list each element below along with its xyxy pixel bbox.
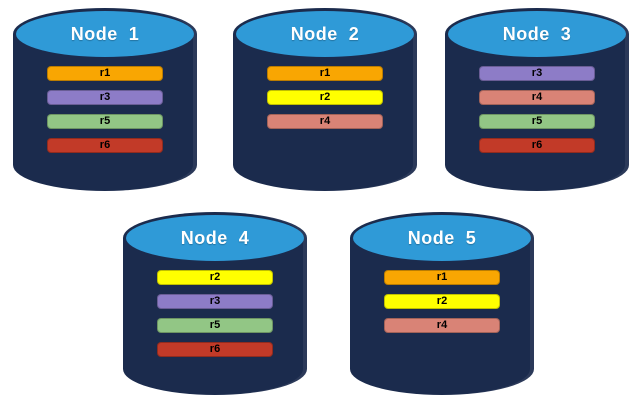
node-4-cylinder-top: Node 4 [126, 215, 304, 261]
replica-bar-r4: r4 [479, 90, 595, 105]
node-4-title: Node 4 [180, 227, 250, 248]
node-1-title: Node 1 [70, 23, 140, 44]
replica-bar-r1: r1 [267, 66, 383, 81]
node-1-replica-list: r1 r3 r5 r6 [13, 66, 197, 153]
node-5-replica-list: r1 r2 r4 [350, 270, 534, 333]
node-2-replica-list: r1 r2 r4 [233, 66, 417, 129]
node-5: Node 5 r1 r2 r4 [350, 212, 534, 395]
node-1: Node 1 r1 r3 r5 r6 [13, 8, 197, 191]
replica-bar-r4: r4 [384, 318, 500, 333]
replica-bar-r3: r3 [157, 294, 273, 309]
replica-bar-r6: r6 [479, 138, 595, 153]
replica-bar-r6: r6 [157, 342, 273, 357]
replica-bar-r6: r6 [47, 138, 163, 153]
node-2-title: Node 2 [290, 23, 360, 44]
node-5-title: Node 5 [407, 227, 477, 248]
node-2: Node 2 r1 r2 r4 [233, 8, 417, 191]
node-3-cylinder-top: Node 3 [448, 11, 626, 57]
replica-bar-r2: r2 [267, 90, 383, 105]
replica-bar-r5: r5 [157, 318, 273, 333]
node-4-replica-list: r2 r3 r5 r6 [123, 270, 307, 357]
replica-bar-r1: r1 [47, 66, 163, 81]
node-4: Node 4 r2 r3 r5 r6 [123, 212, 307, 395]
node-2-cylinder-top: Node 2 [236, 11, 414, 57]
node-3-replica-list: r3 r4 r5 r6 [445, 66, 629, 153]
node-5-cylinder-top: Node 5 [353, 215, 531, 261]
replica-bar-r5: r5 [479, 114, 595, 129]
replica-bar-r2: r2 [157, 270, 273, 285]
node-3-title: Node 3 [502, 23, 572, 44]
node-1-cylinder-top: Node 1 [16, 11, 194, 57]
replica-bar-r1: r1 [384, 270, 500, 285]
replica-bar-r4: r4 [267, 114, 383, 129]
replica-bar-r5: r5 [47, 114, 163, 129]
replica-bar-r2: r2 [384, 294, 500, 309]
replica-bar-r3: r3 [47, 90, 163, 105]
replica-bar-r3: r3 [479, 66, 595, 81]
node-3: Node 3 r3 r4 r5 r6 [445, 8, 629, 191]
